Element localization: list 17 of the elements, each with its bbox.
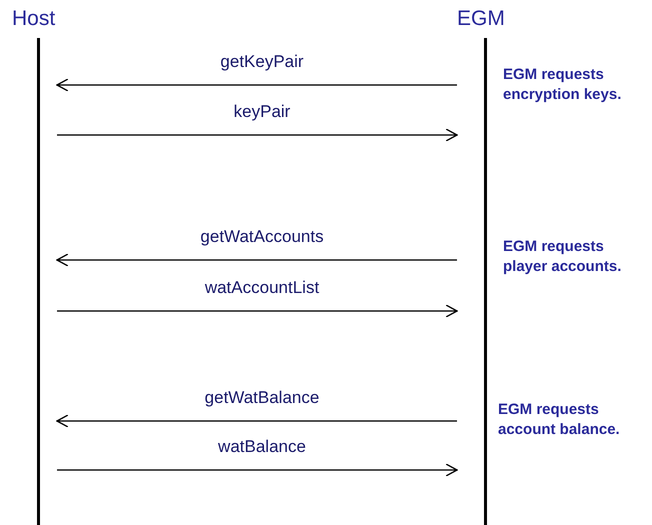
message-arrow <box>56 253 457 267</box>
message-label: getWatBalance <box>204 388 320 408</box>
participant-label: EGM <box>457 6 502 32</box>
message-arrow <box>57 304 458 318</box>
message-label: watBalance <box>218 437 306 457</box>
message-label: watAccountList <box>204 278 320 298</box>
message-arrow <box>57 128 458 142</box>
message-label: keyPair <box>234 102 290 122</box>
note-text: EGM requests account balance. <box>498 400 621 440</box>
message-arrow <box>56 414 457 428</box>
note-text: EGM requests encryption keys. <box>503 65 622 105</box>
participant-label: Host <box>12 6 56 32</box>
message-label: getKeyPair <box>220 52 304 72</box>
message-arrow <box>57 463 458 477</box>
note-text: EGM requests player accounts. <box>503 237 622 277</box>
message-arrow <box>56 78 457 92</box>
message-label: getWatAccounts <box>200 227 324 247</box>
